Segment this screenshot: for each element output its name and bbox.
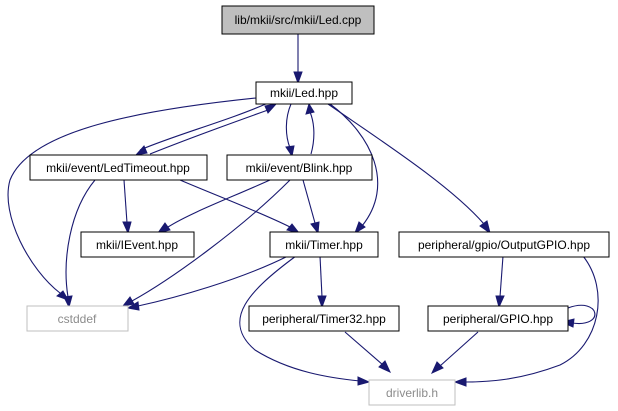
edge-led-hpp-to-outputgpio [327,103,491,235]
edge-led-hpp-to-timer [329,103,379,235]
node-gpio[interactable]: peripheral/GPIO.hpp [427,305,569,332]
edge-ledtimeout-to-ievent [122,179,132,235]
node-blink-label: mkii/event/Blink.hpp [246,161,353,175]
edge-gpio-to-driverlib [430,331,479,375]
node-ievent-label: mkii/IEvent.hpp [96,238,178,252]
edge-blink-to-led-hpp [305,102,315,155]
node-gpio-label: peripheral/GPIO.hpp [443,312,553,326]
edge-outputgpio-to-gpio [495,255,505,309]
node-driverlib-label: driverlib.h [386,386,438,400]
node-blink[interactable]: mkii/event/Blink.hpp [226,154,373,181]
edge-timer-to-timer32 [317,255,327,309]
node-cstddef-label: cstddef [58,312,97,326]
node-timer[interactable]: mkii/Timer.hpp [269,231,379,258]
edge-blink-to-timer [302,179,320,235]
node-ievent[interactable]: mkii/IEvent.hpp [80,231,195,258]
edge-led-cpp-to-led-hpp [293,34,303,85]
edge-blink-to-cstddef [121,179,291,307]
node-driverlib[interactable]: driverlib.h [368,379,456,406]
edges [7,34,599,387]
node-outputgpio[interactable]: peripheral/gpio/OutputGPIO.hpp [398,231,610,258]
node-timer32-label: peripheral/Timer32.hpp [262,312,386,326]
edge-timer-to-driverlib [239,255,371,386]
node-led-cpp[interactable]: lib/mkii/src/mkii/Led.cpp [221,5,375,35]
edge-blink-to-ievent [156,179,271,234]
edge-timer-to-cstddef [126,255,289,311]
node-ledtimeout-label: mkii/event/LedTimeout.hpp [46,161,190,175]
node-cstddef[interactable]: cstddef [26,305,129,332]
edge-led-hpp-to-ledtimeout [134,102,269,156]
node-led-hpp-label: mkii/Led.hpp [270,86,338,100]
node-outputgpio-label: peripheral/gpio/OutputGPIO.hpp [418,238,590,252]
node-timer32[interactable]: peripheral/Timer32.hpp [248,305,400,332]
edge-timer32-to-driverlib [344,331,392,374]
edge-led-hpp-to-blink [285,103,295,158]
node-ledtimeout[interactable]: mkii/event/LedTimeout.hpp [29,154,208,181]
edge-ledtimeout-to-cstddef [63,179,96,309]
node-timer-label: mkii/Timer.hpp [285,238,363,252]
edge-outputgpio-to-driverlib [453,255,599,387]
edge-ledtimeout-to-led-hpp [149,103,278,155]
node-led-hpp[interactable]: mkii/Led.hpp [255,81,353,105]
node-led-cpp-label: lib/mkii/src/mkii/Led.cpp [235,13,362,27]
nodes: lib/mkii/src/mkii/Led.cpp mkii/Led.hpp m… [26,5,610,406]
